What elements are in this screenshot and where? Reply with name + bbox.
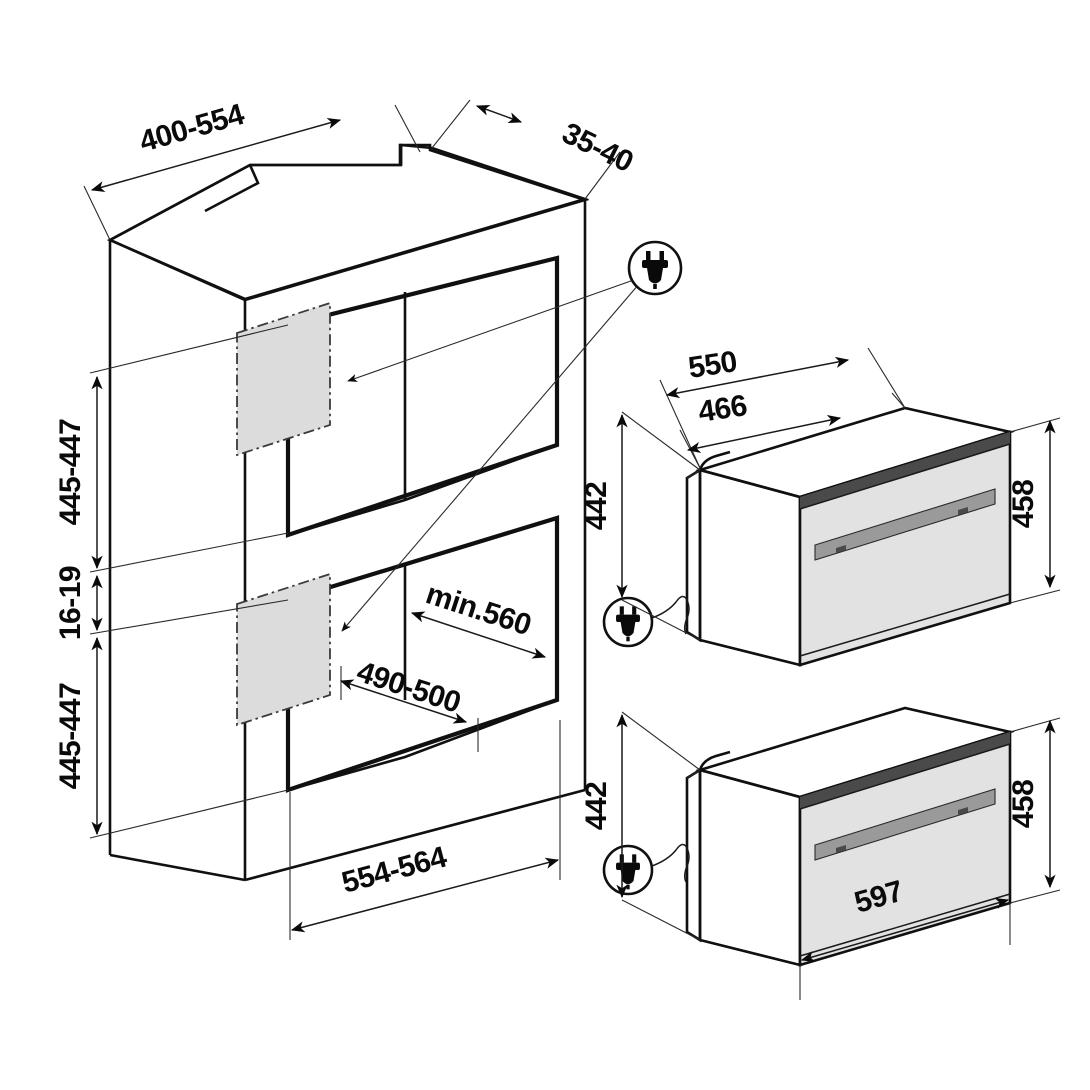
dim-oven-recess: 466 <box>679 389 906 469</box>
dim-vertical-stack: 445-447 16-19 445-447 <box>54 324 289 839</box>
upper-oven-top-trim <box>800 432 1010 509</box>
dim-oven-front-height-upper: 458 <box>1007 417 1061 604</box>
cabinet-housing <box>107 143 590 882</box>
upper-oven-cable <box>651 595 690 635</box>
lower-oven-cable <box>651 843 690 883</box>
cabinet-bottom-left <box>109 853 246 882</box>
lower-niche-floor <box>287 698 558 792</box>
upper-socket-area <box>236 301 331 457</box>
dim-oven-front-height-lower: 458 <box>1007 717 1061 904</box>
dim-label-oven-front-height-upper: 458 <box>1007 480 1040 529</box>
lower-socket-area <box>236 572 331 727</box>
plug-icon-upper-oven <box>602 595 690 648</box>
lower-oven-handle <box>814 788 996 861</box>
lower-niche <box>285 515 560 793</box>
upper-oven-handle <box>814 488 996 561</box>
dim-label-lower-niche-height: 445-447 <box>54 683 87 790</box>
dim-label-oven-depth: 550 <box>686 345 739 385</box>
dim-label-upper-niche-height: 445-447 <box>54 419 87 526</box>
plug-leader-upper <box>347 275 646 382</box>
dim-label-oven-front-height-lower: 458 <box>1007 780 1040 829</box>
lower-oven-top-trim <box>800 732 1010 809</box>
upper-niche <box>285 255 560 538</box>
dim-oven-depth: 550 <box>659 345 906 469</box>
lower-oven-corner <box>698 750 731 771</box>
dim-oven-height-upper: 442 <box>580 411 701 641</box>
plug-leader-lower <box>341 276 646 632</box>
dim-label-gap: 16-19 <box>54 566 87 640</box>
dim-oven-height-lower: 442 <box>580 711 701 941</box>
dim-label-oven-height-lower: 442 <box>580 782 613 831</box>
dim-label-oven-height-upper: 442 <box>580 482 613 531</box>
upper-oven-corner <box>698 450 731 471</box>
dim-label-oven-recess: 466 <box>696 389 749 429</box>
plug-icon-cabinet <box>341 240 683 632</box>
